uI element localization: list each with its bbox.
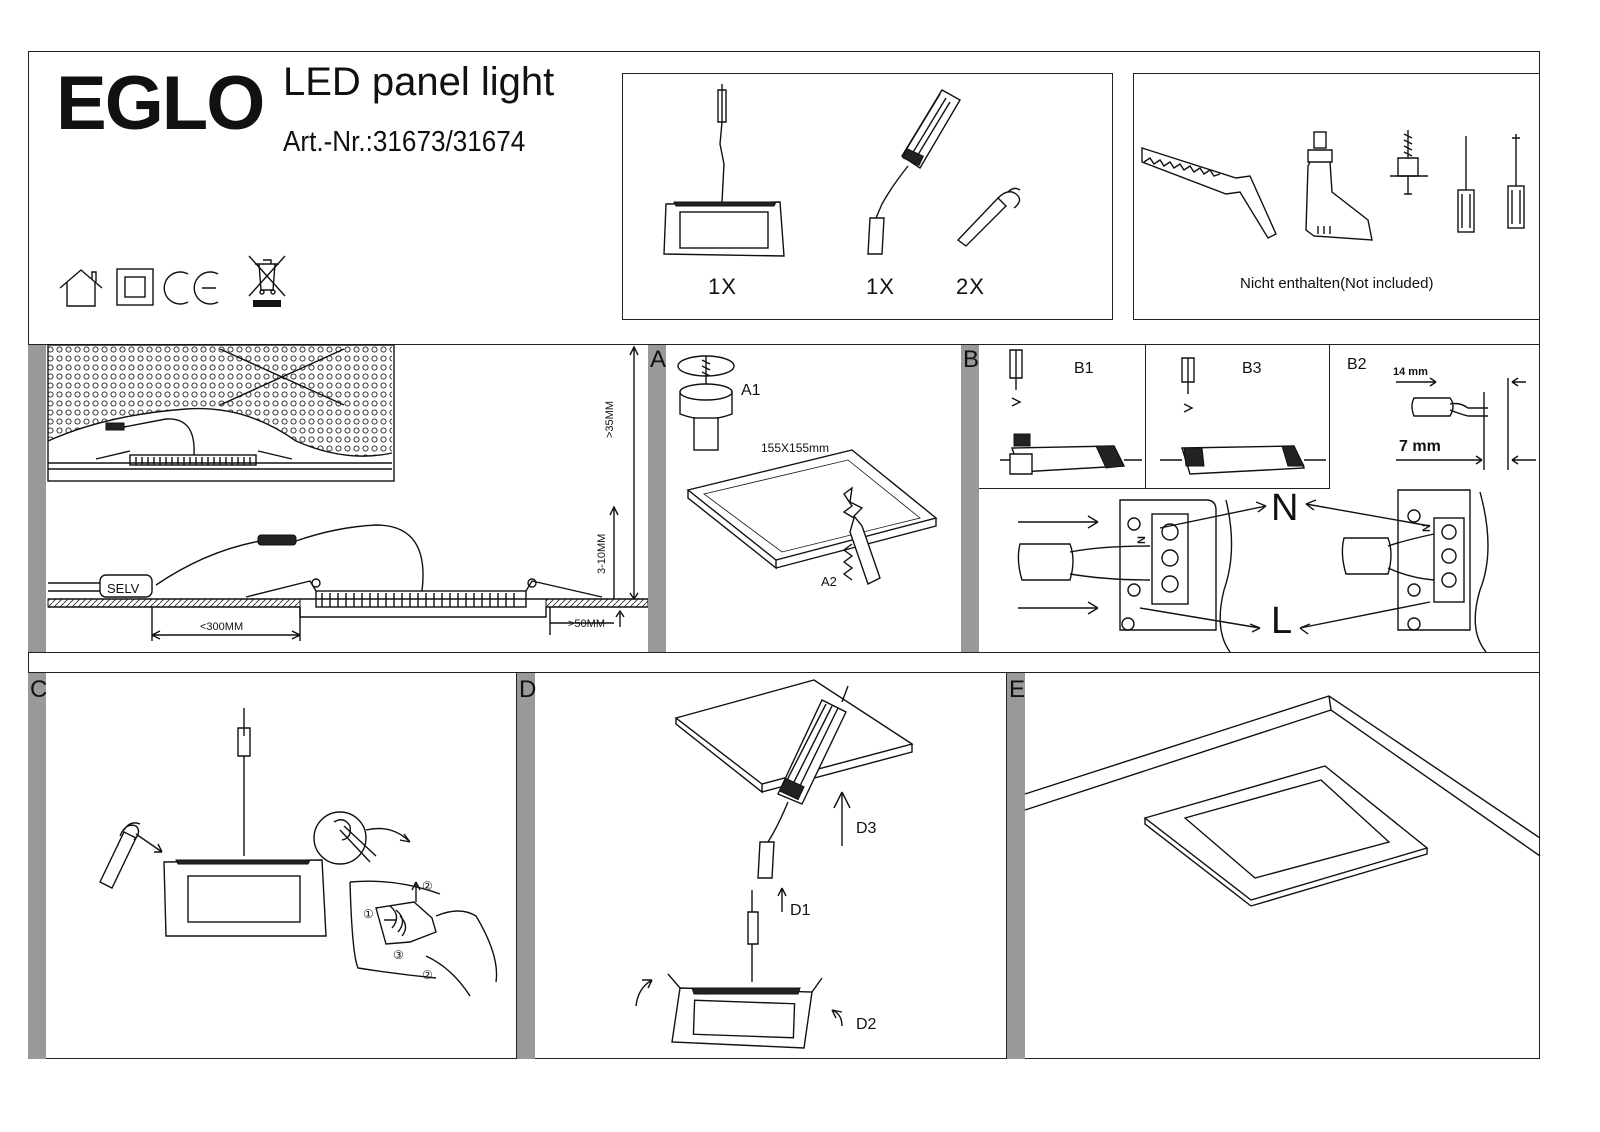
ceiling-install-diagram [47,344,649,641]
tools-box [1133,73,1540,320]
page-title: LED panel light [283,60,555,104]
phillips-screwdriver-icon [1507,134,1525,229]
marker-2-bottom: ② [422,968,433,982]
driver-icon [867,89,961,255]
b-subpanel-divider [1145,345,1146,488]
driver-closed-diagram [1160,357,1326,475]
hole-saw-icon [677,355,735,451]
clip-fitting-diagram [99,708,498,997]
step-b2-label: B2 [1347,356,1367,373]
panel-icon [663,84,785,257]
clip-qty: 2X [956,274,985,299]
ce-mark [163,271,219,305]
wire-strip-diagram [1396,377,1536,470]
insulation-length-label: 7 mm [1399,438,1441,455]
step-d2-label: D2 [856,1016,877,1033]
b-subpanel-frame [979,345,1330,489]
ceiling-cutout-diagram [686,449,938,585]
neutral-label: N [1271,487,1299,529]
side-bar-b [961,345,979,652]
panel-d-label: D [519,676,537,703]
side-bar-c [28,673,46,1059]
house-icon [59,269,103,307]
step-a2-label: A2 [821,574,837,589]
panel-b-label: B [963,346,980,373]
connection-diagram [635,679,914,1049]
panel-d-divider [1006,673,1007,1059]
flat-screwdriver-icon [1457,136,1475,233]
side-bar-a [648,345,666,652]
installed-panel-diagram [1024,695,1541,907]
panel-c-label: C [30,676,48,703]
step-b3-label: B3 [1242,360,1262,377]
drill-icon [1305,131,1373,241]
panel-qty: 1X [708,274,737,299]
article-number: Art.-Nr.:31673/31674 [283,126,526,158]
marker-1: ① [363,907,374,921]
min-gap-dimension: >50MM [568,618,605,630]
brand-logo: EGLO [56,61,265,146]
side-bar-e [1007,673,1025,1059]
panel-c-divider [516,673,517,1059]
saw-icon [1141,147,1277,239]
marker-2-top: ② [422,879,433,893]
strip-length-label: 14 mm [1393,366,1428,378]
step-d1-label: D1 [790,902,811,919]
max-cable-dimension: <300MM [200,621,244,633]
divider-row3 [28,672,1540,673]
ceiling-thickness-dimension: 3-10MM [596,533,608,574]
cutout-size-label: 155X155mm [761,441,830,455]
class-ii-icon [116,268,154,306]
marker-3: ③ [393,948,404,962]
step-a1-label: A1 [741,382,761,399]
selv-label: SELV [107,581,140,596]
divider-header [28,344,1540,345]
side-bar-d [517,673,535,1059]
terminal-wiring-diagram [1017,489,1489,653]
step-b1-label: B1 [1074,360,1094,377]
weee-bin-icon [248,255,286,307]
depth-dimension: >35MM [604,401,616,438]
terminal-n-left: N [1135,536,1148,544]
step-d3-label: D3 [856,820,877,837]
terminal-n-right: N [1420,524,1433,532]
driver-open-diagram [1000,349,1142,475]
wall-plug-icon [1390,130,1428,195]
panel-e-label: E [1009,676,1026,703]
driver-qty: 1X [866,274,895,299]
side-bar-install [28,345,46,652]
contents-box [622,73,1113,320]
spring-clip-icon [956,187,1021,247]
divider-mid [28,652,1540,653]
tools-not-included-note: Nicht enthalten(Not included) [1240,275,1434,292]
live-label: L [1271,600,1293,642]
panel-a-label: A [650,346,667,373]
